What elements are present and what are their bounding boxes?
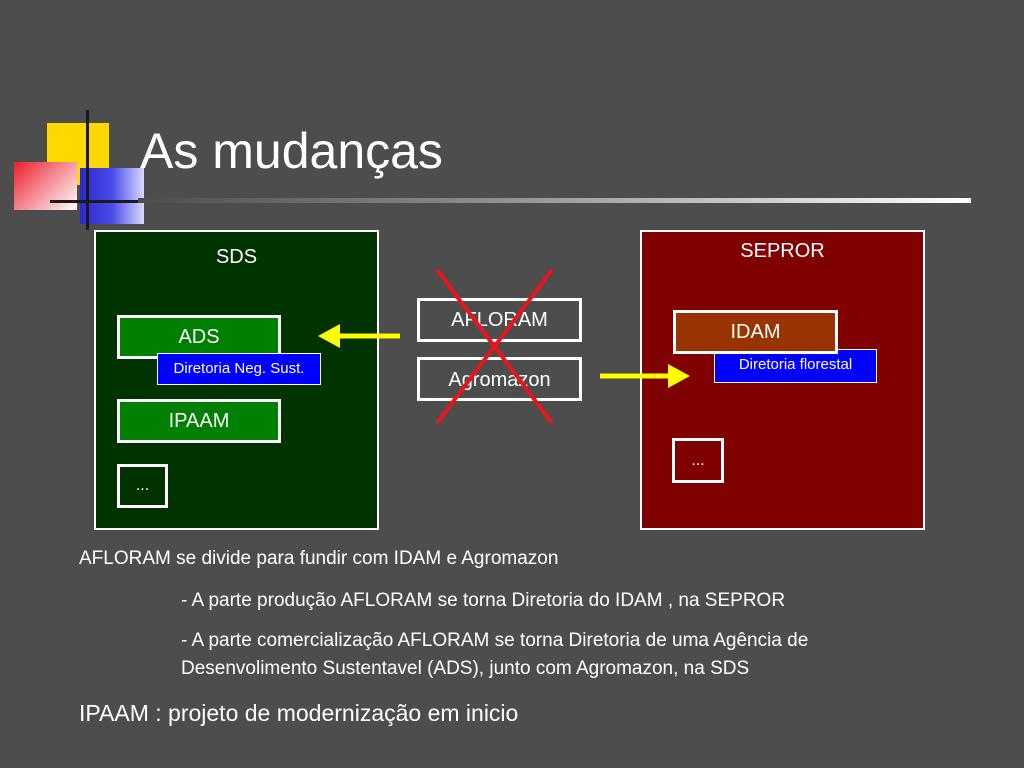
logo-blue-square [80, 168, 144, 224]
text-line-1: AFLORAM se divide para fundir com IDAM e… [79, 548, 559, 569]
sds-panel: SDS ADS Diretoria Neg. Sust. IPAAM ... [94, 230, 379, 530]
title-rule [138, 198, 971, 203]
text-line-3b: Desenvolimento Sustentavel (ADS), junto … [181, 658, 750, 679]
idam-box: IDAM [673, 310, 838, 354]
idam-sub-box: Diretoria florestal [714, 349, 877, 383]
sepror-panel: SEPROR Diretoria florestal IDAM ... [640, 230, 925, 530]
left-arrow [318, 324, 400, 348]
text-line-4: IPAAM : projeto de modernização em inici… [79, 700, 519, 726]
sds-more-box: ... [117, 464, 168, 508]
logo-vertical-line [86, 110, 89, 230]
right-arrow [600, 364, 690, 388]
sepror-label: SEPROR [740, 240, 825, 262]
text-line-2: - A parte produção AFLORAM se torna Dire… [181, 590, 786, 611]
text-line-3a: - A parte comercialização AFLORAM se tor… [181, 630, 809, 651]
slide-title: As mudanças [140, 123, 443, 179]
sds-label: SDS [215, 246, 258, 268]
cross-mark [435, 268, 554, 425]
ipaam-box: IPAAM [117, 399, 281, 443]
agromazon-box: Agromazon [417, 357, 582, 401]
sepror-more-box: ... [672, 438, 724, 483]
ads-sub-box: Diretoria Neg. Sust. [157, 353, 321, 385]
logo-horizontal-line [50, 200, 150, 203]
